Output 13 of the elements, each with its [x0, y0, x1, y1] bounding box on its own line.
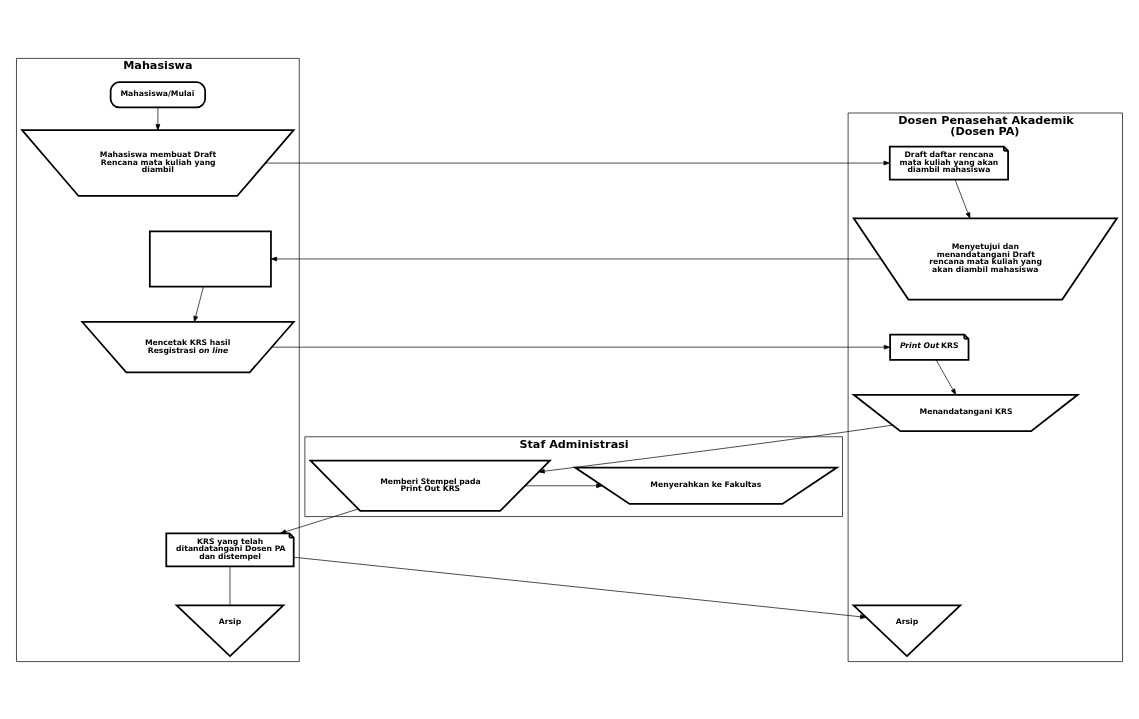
arrow: [524, 482, 603, 488]
arrow: [954, 178, 971, 219]
arrow: [538, 424, 893, 473]
node-box: [148, 229, 272, 287]
arrow: [270, 256, 882, 261]
arrow: [280, 508, 359, 534]
arrow: [193, 285, 204, 322]
connector: [229, 565, 231, 606]
arrow: [271, 344, 891, 349]
arrow: [935, 359, 957, 395]
arrow: [293, 556, 867, 619]
arrow: [265, 160, 890, 165]
arrow: [155, 106, 161, 130]
